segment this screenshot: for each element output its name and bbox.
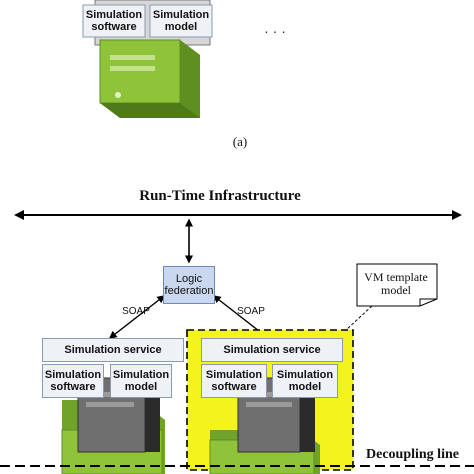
top-ellipsis: · · · (264, 23, 286, 40)
logic-federation-box: Logic federation (163, 266, 215, 304)
top-software-box (82, 4, 146, 38)
rti-label: Run-Time Infrastructure (139, 187, 301, 204)
left-simulation-service: Simulation service (42, 338, 184, 362)
top-sim-model-label: Simulation model (152, 8, 210, 33)
soap-left-label: SOAP (122, 305, 150, 317)
left-simulation-model: Simulation model (110, 364, 172, 398)
decoupling-line-label: Decoupling line (366, 446, 474, 464)
soap-right-label: SOAP (237, 305, 265, 317)
vm-template-callout (356, 263, 438, 307)
vm-template-label: VM template model (364, 269, 428, 297)
left-simulation-software: Simulation software (42, 364, 104, 398)
top-model-box (149, 4, 213, 38)
caption-a: (a) (232, 133, 248, 149)
right-simulation-model: Simulation model (272, 364, 338, 398)
top-sim-software-label: Simulation software (85, 8, 143, 33)
soap-left-arrow (108, 295, 166, 339)
right-simulation-software: Simulation software (201, 364, 267, 398)
right-simulation-service: Simulation service (201, 338, 343, 362)
callout-pointer (345, 305, 373, 331)
